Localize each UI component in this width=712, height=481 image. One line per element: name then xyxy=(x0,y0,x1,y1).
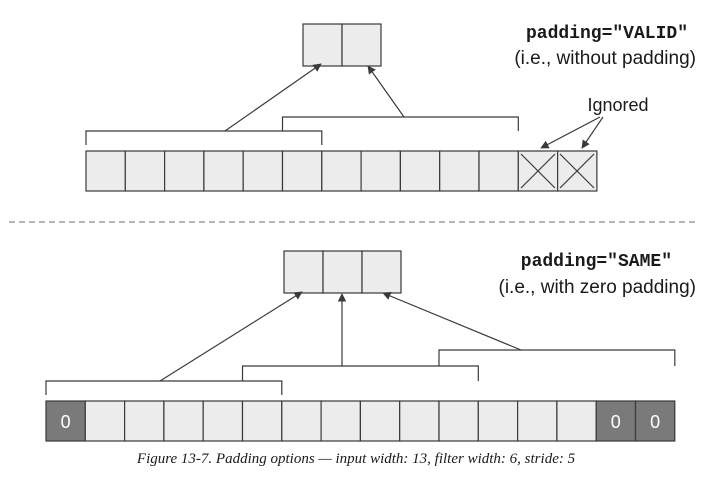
valid-input-cell xyxy=(399,150,441,192)
same-receptive-field-bracket xyxy=(438,349,676,366)
ignored-x-mark-icon xyxy=(559,153,595,189)
same-input-cell xyxy=(241,400,283,442)
same-receptive-field-bracket xyxy=(45,380,283,395)
valid-title: padding="VALID" xyxy=(526,24,688,44)
valid-input-cell xyxy=(360,150,402,192)
same-output-cell xyxy=(322,250,363,294)
same-output-cell xyxy=(361,250,402,294)
same-input-cell xyxy=(84,400,126,442)
valid-input-cell xyxy=(439,150,480,192)
pad-zero-label: 0 xyxy=(611,412,621,432)
same-input-cell xyxy=(202,400,244,442)
valid-output-cell xyxy=(341,23,382,67)
valid-input-cell xyxy=(203,150,244,192)
valid-input-cell xyxy=(164,150,205,192)
ignored-x-mark-icon xyxy=(520,153,556,189)
valid-input-cell xyxy=(321,150,362,192)
same-input-cell xyxy=(556,400,597,442)
same-subtitle: (i.e., with zero padding) xyxy=(499,277,697,298)
ignored-label: Ignored xyxy=(587,95,648,115)
same-connection-arrow xyxy=(382,292,522,351)
same-output-row xyxy=(283,250,402,294)
same-input-cell xyxy=(438,400,479,442)
valid-subtitle: (i.e., without padding) xyxy=(514,48,696,69)
same-panel: 0 0 0 padding="SAME" (i.e., with zero pa… xyxy=(45,250,697,442)
same-input-cell xyxy=(516,400,558,442)
valid-panel: padding="VALID" (i.e., without padding) … xyxy=(85,23,696,192)
valid-input-cell xyxy=(85,150,126,192)
ignored-arrow xyxy=(581,116,604,149)
valid-input-cell xyxy=(478,150,519,192)
pad-zero-label: 0 xyxy=(61,412,71,432)
valid-input-row xyxy=(85,150,598,192)
pad-zero-label: 0 xyxy=(650,412,660,432)
same-input-cell xyxy=(163,400,204,442)
ignored-arrow xyxy=(540,116,601,149)
same-receptive-field-bracket xyxy=(241,365,479,381)
figure-caption: Figure 13-7. Padding options — input wid… xyxy=(136,451,576,467)
same-input-cell xyxy=(399,400,440,442)
same-input-cell xyxy=(123,400,165,442)
same-input-cell xyxy=(477,400,519,442)
valid-output-cell xyxy=(302,23,343,67)
valid-input-cell xyxy=(124,150,166,192)
same-pad-cell xyxy=(45,400,86,442)
valid-connection-arrow xyxy=(367,65,405,118)
same-title: padding="SAME" xyxy=(521,252,672,272)
same-input-cell xyxy=(281,400,322,442)
same-connection-arrow xyxy=(159,291,303,382)
valid-connection-arrow xyxy=(224,63,322,132)
valid-output-row xyxy=(302,23,382,67)
valid-input-cell xyxy=(242,150,284,192)
same-input-cell xyxy=(359,400,401,442)
same-input-cell xyxy=(320,400,362,442)
same-output-cell xyxy=(283,250,324,294)
valid-input-cell xyxy=(281,150,323,192)
valid-receptive-field-bracket xyxy=(281,116,519,131)
same-input-row: 0 0 0 xyxy=(45,400,676,442)
valid-receptive-field-bracket xyxy=(85,130,323,145)
same-pad-cell xyxy=(634,400,676,442)
